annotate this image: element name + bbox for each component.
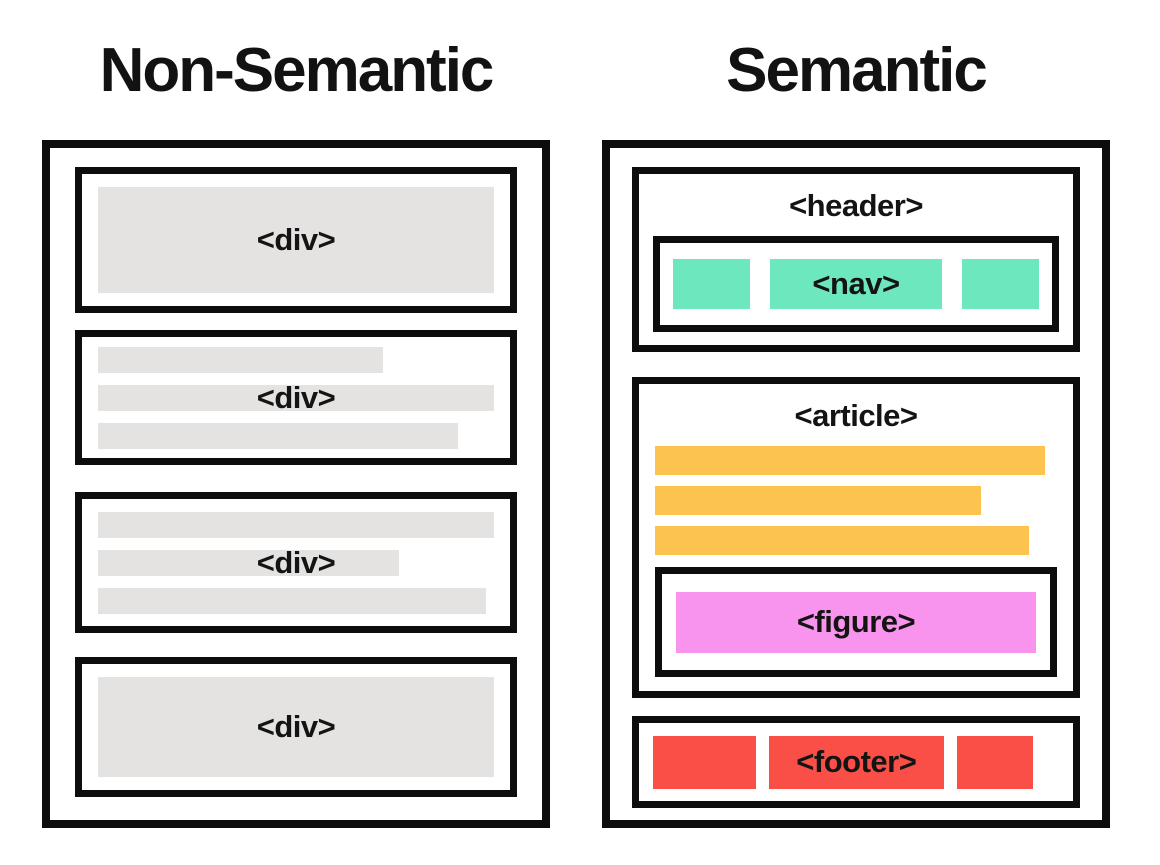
nav-item-placeholder [673,259,750,309]
div-block-2-text-lines [82,337,510,458]
footer-item-placeholder [956,735,1033,789]
text-line-placeholder [98,384,494,411]
text-line-placeholder [98,587,487,614]
div-block-1: <div> [75,167,517,313]
figure-box: <figure> [655,567,1057,677]
article-tag-label: <article> [794,398,918,433]
semantic-title: Semantic [726,35,988,105]
nav-tag-label: <nav> [812,266,900,301]
article-text-lines [655,446,1057,555]
div-block-3: <div> [75,492,517,633]
nav-item-main: <nav> [769,259,942,309]
div-block-2: <div> [75,330,517,465]
div-block-1-placeholder: <div> [98,187,494,293]
article-label-row: <article> [655,390,1057,442]
non-semantic-page-box: <div> <div> <div> [42,140,550,828]
header-box: <header> <nav> [632,167,1080,352]
div-tag-label: <div> [256,709,336,744]
text-line-placeholder [98,511,494,538]
text-line-placeholder [98,422,459,449]
semantic-panel: Semantic <header> <nav> <article> [602,0,1110,828]
non-semantic-panel: Non-Semantic <div> <div> [42,0,550,828]
footer-tag-label: <footer> [796,744,917,779]
semantic-page-box: <header> <nav> <article> [602,140,1110,828]
footer-item-placeholder [653,735,756,789]
figure-tag-label: <figure> [796,604,916,639]
div-block-4-placeholder: <div> [98,677,494,777]
div-block-4: <div> [75,657,517,797]
header-label-row: <header> [653,178,1059,233]
header-tag-label: <header> [789,187,923,223]
text-line-placeholder [98,346,384,373]
non-semantic-title: Non-Semantic [99,35,495,105]
article-line-placeholder [655,446,1045,475]
div-block-3-text-lines [82,499,510,626]
article-box: <article> <figure> [632,377,1080,698]
figure-placeholder: <figure> [675,591,1037,653]
nav-box: <nav> [653,236,1059,332]
article-line-placeholder [655,486,981,515]
footer-item-main: <footer> [768,735,944,789]
article-line-placeholder [655,526,1029,555]
div-tag-label: <div> [256,222,336,257]
text-line-placeholder [98,549,399,576]
footer-box: <footer> [632,716,1080,808]
nav-item-placeholder [962,259,1039,309]
